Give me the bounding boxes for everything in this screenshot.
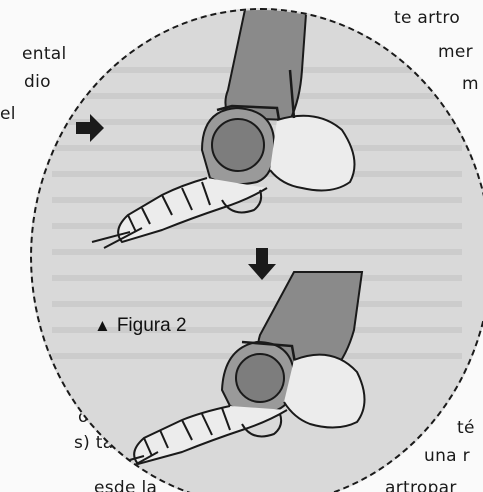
magnifier-circle: ▲ Figura 2: [30, 8, 483, 492]
ankle-figure: [32, 10, 483, 492]
upper-ankle-illustration: [92, 10, 355, 248]
figure-caption: ▲ Figura 2: [94, 316, 187, 335]
triangle-up-icon: ▲: [94, 317, 111, 334]
arrow-right-icon: [76, 114, 104, 142]
text-fragment-left-3: el: [0, 106, 16, 123]
figure-caption-text: Figura 2: [117, 315, 187, 336]
